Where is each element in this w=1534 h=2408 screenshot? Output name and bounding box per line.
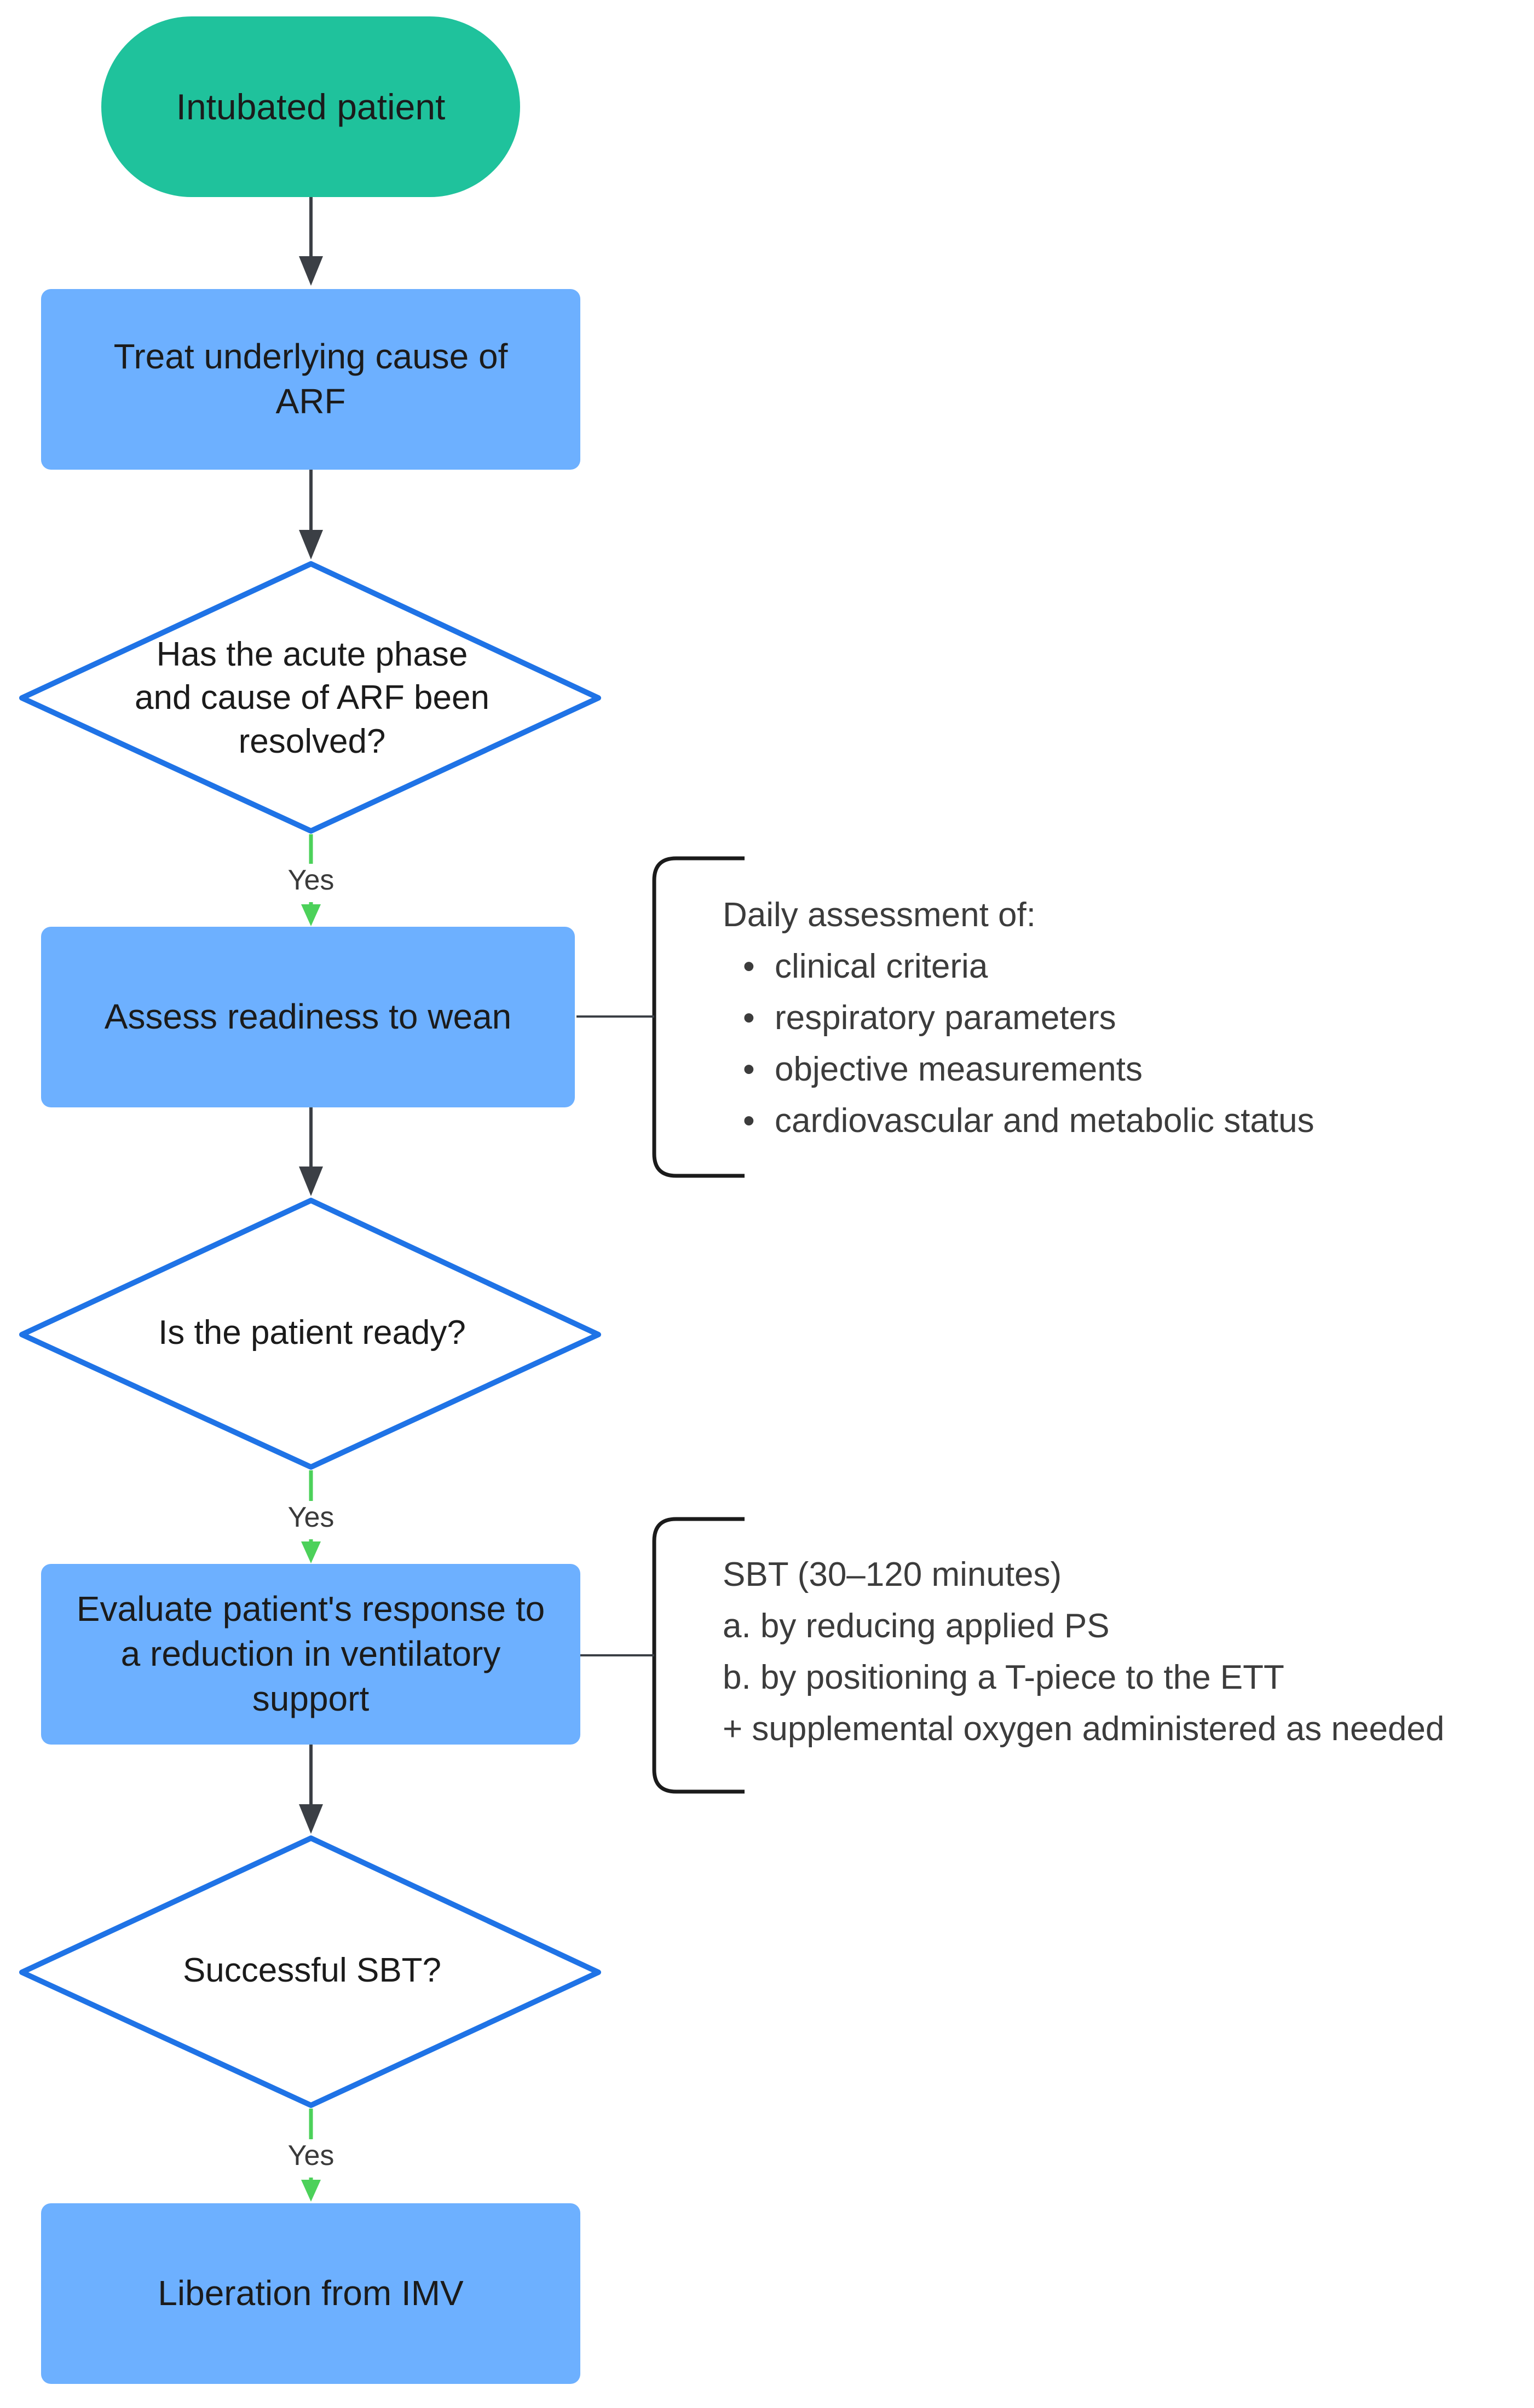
decision-diamond-sbt bbox=[19, 1835, 601, 2108]
process-treat-cause: Treat underlying cause of ARF bbox=[41, 289, 580, 470]
process-liberation-text: Liberation from IMV bbox=[158, 2273, 464, 2313]
note-item-objective-measurements: objective measurements bbox=[743, 1044, 1314, 1095]
connector-yes-ready-to-evaluate bbox=[301, 1470, 321, 1563]
edge-label-yes-1: Yes bbox=[287, 864, 335, 896]
note-sbt-line-3: b. by positioning a T-piece to the ETT bbox=[723, 1659, 1284, 1696]
note-daily-assessment-list: clinical criteria respiratory parameters… bbox=[723, 941, 1314, 1147]
process-liberation: Liberation from IMV bbox=[41, 2203, 580, 2384]
process-treat-cause-text: Treat underlying cause of ARF bbox=[113, 337, 508, 421]
note-item-cardiovascular-metabolic: cardiovascular and metabolic status bbox=[743, 1095, 1314, 1147]
note-sbt-line-2: a. by reducing applied PS bbox=[723, 1607, 1110, 1645]
decision-resolved-text: Has the acute phase and cause of ARF bee… bbox=[134, 635, 489, 760]
edge-label-yes-2: Yes bbox=[287, 1502, 335, 1533]
note-item-respiratory-parameters: respiratory parameters bbox=[743, 992, 1314, 1044]
note-item-clinical-criteria: clinical criteria bbox=[743, 941, 1314, 992]
note-sbt-line-4: + supplemental oxygen administered as ne… bbox=[723, 1710, 1445, 1748]
decision-ready-label-box: Is the patient ready? bbox=[104, 1259, 520, 1407]
note-sbt-line-1: SBT (30–120 minutes) bbox=[723, 1556, 1062, 1593]
decision-ready-text: Is the patient ready? bbox=[158, 1314, 466, 1352]
decision-resolved-label-box: Has the acute phase and cause of ARF bee… bbox=[104, 613, 520, 783]
decision-diamond-resolved bbox=[19, 561, 601, 834]
note-daily-assessment: Daily assessment of: clinical criteria r… bbox=[723, 890, 1314, 1147]
process-assess-readiness-text: Assess readiness to wean bbox=[104, 997, 512, 1037]
decision-diamond-ready bbox=[19, 1198, 601, 1470]
start-terminal-text: Intubated patient bbox=[176, 86, 446, 127]
edge-label-yes-3: Yes bbox=[287, 2140, 335, 2172]
process-evaluate-response: Evaluate patient's response to a reducti… bbox=[41, 1564, 580, 1745]
note-daily-assessment-heading: Daily assessment of: bbox=[723, 896, 1036, 934]
connector-evaluate-to-sbt bbox=[299, 1744, 323, 1834]
decision-sbt-text: Successful SBT? bbox=[182, 1951, 442, 1990]
connector-yes-sbt-to-end bbox=[301, 2109, 321, 2202]
connector-start-to-treat bbox=[299, 196, 323, 286]
connector-treat-to-resolved bbox=[299, 470, 323, 559]
bracket-assessment bbox=[576, 856, 745, 1178]
process-assess-readiness: Assess readiness to wean bbox=[41, 927, 575, 1107]
decision-sbt-label-box: Successful SBT? bbox=[104, 1897, 520, 2045]
process-evaluate-response-text: Evaluate patient's response to a reducti… bbox=[76, 1589, 545, 1718]
connector-yes-resolved-to-assess bbox=[301, 834, 321, 926]
connector-assess-to-ready bbox=[299, 1107, 323, 1196]
note-sbt: SBT (30–120 minutes) a. by reducing appl… bbox=[723, 1549, 1444, 1755]
bracket-sbt bbox=[580, 1517, 745, 1794]
start-terminal: Intubated patient bbox=[101, 16, 520, 197]
